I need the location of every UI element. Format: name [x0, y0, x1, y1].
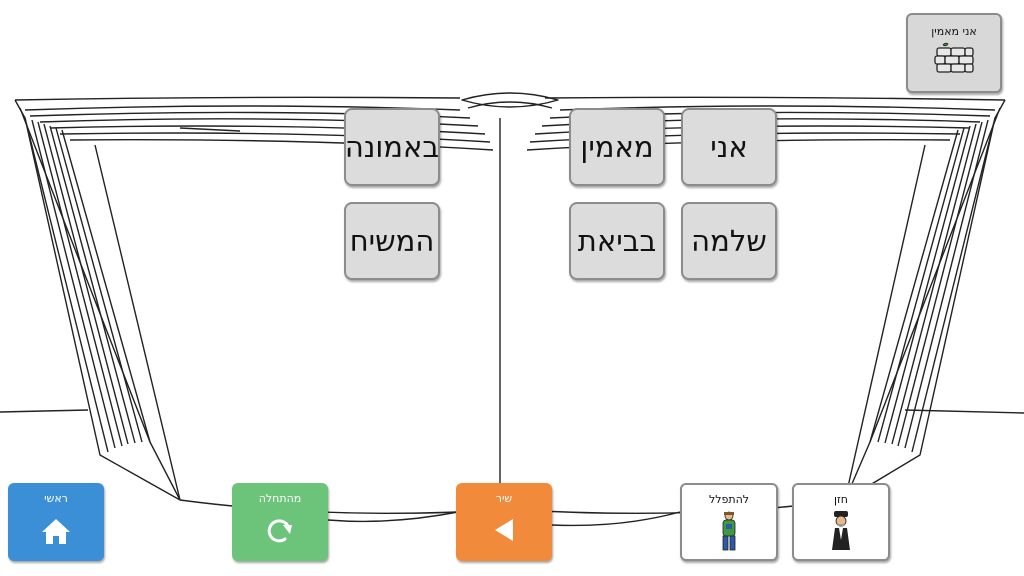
- song-button[interactable]: שיר: [456, 483, 552, 561]
- sentence-button[interactable]: אני מאמין: [906, 13, 1002, 93]
- home-button-label: ראשי: [44, 492, 68, 505]
- pray-button[interactable]: להתפלל: [680, 483, 778, 561]
- restart-button-label: מהתחלה: [258, 492, 302, 505]
- play-left-icon: [491, 517, 517, 543]
- word-tile-maamin[interactable]: מאמין: [569, 108, 665, 186]
- song-button-label: שיר: [495, 492, 513, 505]
- praying-man-icon: [717, 510, 741, 558]
- word-tile-shlema[interactable]: שלמה: [681, 202, 777, 280]
- home-icon: [40, 517, 72, 545]
- restart-icon: [265, 517, 295, 547]
- pray-button-label: להתפלל: [708, 493, 750, 506]
- word-tile-beviat[interactable]: בביאת: [569, 202, 665, 280]
- word-tile-ani[interactable]: אני: [681, 108, 777, 186]
- home-button[interactable]: ראשי: [8, 483, 104, 561]
- cantor-icon: [828, 510, 854, 558]
- brick-wall-icon: [931, 42, 977, 82]
- sentence-button-label: אני מאמין: [931, 25, 977, 38]
- word-tile-beemuna[interactable]: באמונה: [344, 108, 440, 186]
- cantor-button[interactable]: חזן: [792, 483, 890, 561]
- cantor-button-label: חזן: [834, 493, 848, 506]
- word-tile-hamashiach[interactable]: המשיח: [344, 202, 440, 280]
- restart-button[interactable]: מהתחלה: [232, 483, 328, 561]
